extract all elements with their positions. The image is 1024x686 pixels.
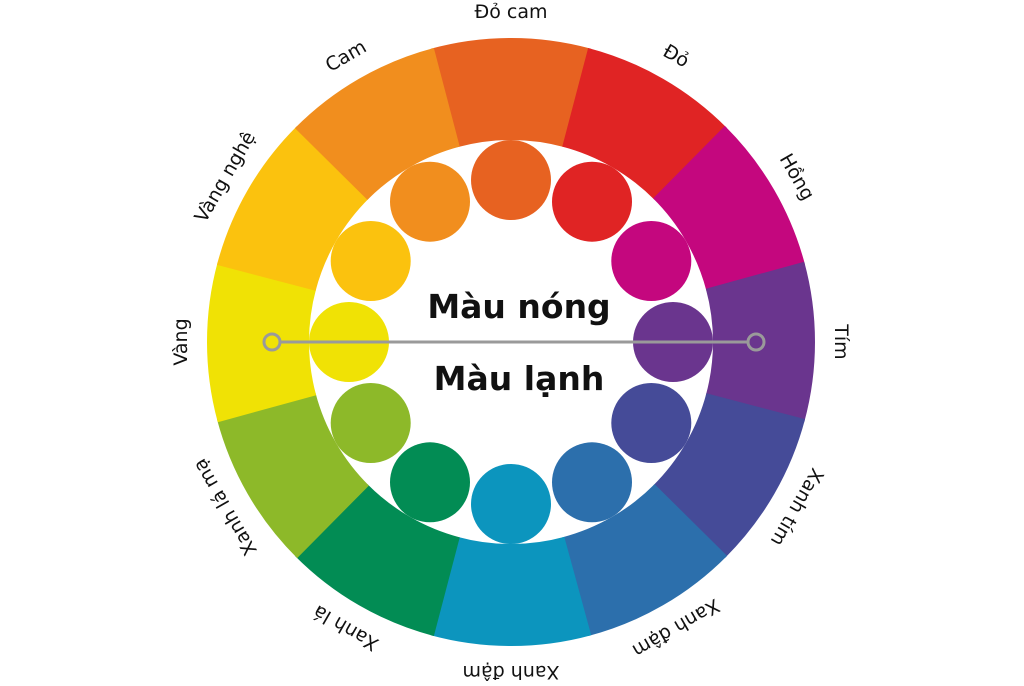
color-dot xyxy=(611,383,692,463)
ring-segment xyxy=(653,125,806,291)
segment-label: Cam xyxy=(322,36,371,77)
segment-label: Đỏ cam xyxy=(475,1,548,23)
color-wheel-ring xyxy=(207,38,815,646)
color-dot xyxy=(330,383,411,463)
ring-segment xyxy=(705,261,815,423)
ring-segment xyxy=(207,261,317,423)
ring-segment xyxy=(653,393,806,559)
divider-right-end-circle xyxy=(746,332,766,352)
segment-label: Hồng xyxy=(775,150,819,204)
ring-segment xyxy=(216,393,369,559)
ring-segment xyxy=(294,484,460,637)
inner-color-dots xyxy=(309,140,713,544)
color-dot xyxy=(552,161,632,242)
divider-left-end-circle xyxy=(262,332,282,352)
color-dot xyxy=(330,221,411,301)
ring-segment xyxy=(294,47,460,200)
color-dot xyxy=(390,161,470,242)
warm-colors-label: Màu nóng xyxy=(427,287,610,326)
color-dot xyxy=(390,442,470,523)
color-dot xyxy=(471,140,551,220)
warm-cool-divider xyxy=(262,332,766,352)
color-dot xyxy=(552,442,632,523)
ring-segment xyxy=(562,47,728,200)
ring-segment xyxy=(562,484,728,637)
color-dot xyxy=(471,464,551,544)
segment-label: Vàng xyxy=(170,318,192,365)
color-dot xyxy=(611,221,692,301)
ring-segment xyxy=(430,38,592,148)
segment-label: Tím xyxy=(830,323,852,359)
segment-label: Đỏ xyxy=(659,40,693,72)
ring-segment xyxy=(216,125,369,291)
cool-colors-label: Màu lạnh xyxy=(434,359,605,398)
ring-segment xyxy=(430,536,592,646)
segment-label: Xanh đậm xyxy=(463,661,560,683)
